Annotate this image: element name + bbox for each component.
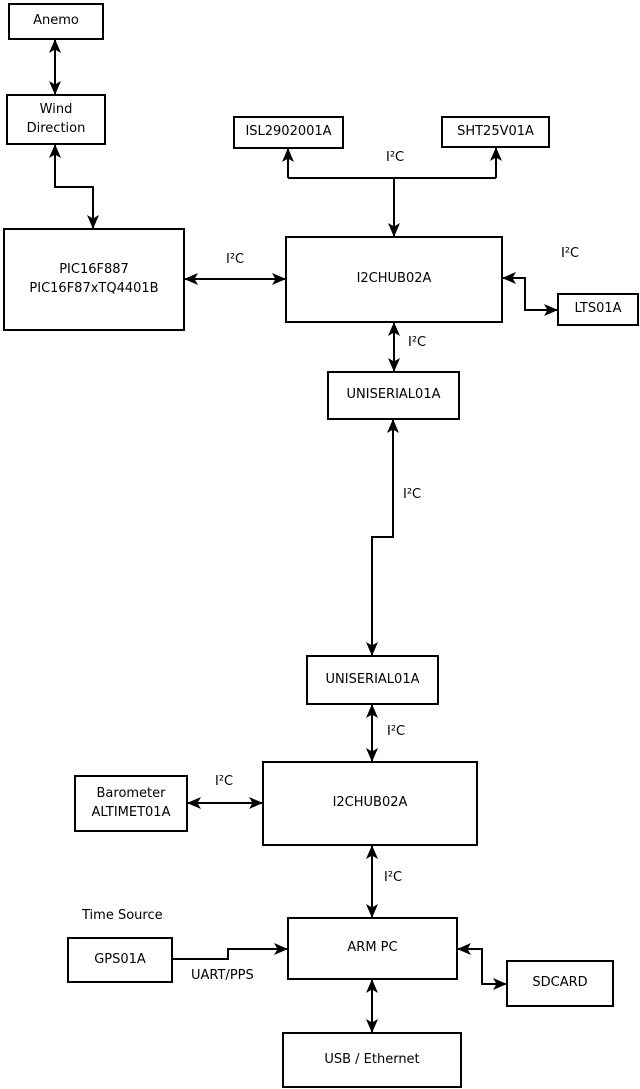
edge-label-i2c-hub-armpc: I²C [384, 870, 403, 885]
edge-label-i2c-hub-lts: I²C [561, 246, 580, 261]
connector-gps-armpc [173, 943, 288, 960]
edge-label-i2c-hub-uniserialtop: I²C [408, 335, 427, 350]
node-wind-direction: Wind Direction [6, 94, 106, 145]
edge-label-i2c-long-link: I²C [403, 487, 422, 502]
node-lts01a: LTS01A [557, 293, 639, 326]
connector-winddirection-pic [49, 144, 99, 229]
node-sdcard: SDCARD [506, 960, 614, 1007]
edge-label-uart-pps: UART/PPS [191, 968, 254, 983]
edge-label-i2c-uniserialbottom-hub: I²C [387, 724, 406, 739]
connector-armpc-sdcard [457, 943, 507, 990]
node-isl2902001a: ISL2902001A [233, 116, 344, 149]
connector-uniserialtop-uniserialbottom [366, 419, 399, 656]
node-arm-pc: ARM PC [287, 917, 458, 980]
edge-label-time-source: Time Source [82, 908, 163, 923]
node-i2chub02a-top: I2CHUB02A [285, 236, 503, 323]
node-usb-ethernet: USB / Ethernet [282, 1032, 462, 1088]
edge-label-i2c-pic-hub: I²C [226, 252, 245, 267]
node-barometer-altimet01a: Barometer ALTIMET01A [74, 775, 188, 832]
connector-i2chubtop-lts [502, 272, 558, 316]
node-uniserial01a-top: UNISERIAL01A [327, 371, 460, 420]
node-uniserial01a-bottom: UNISERIAL01A [306, 655, 439, 705]
node-gps01a: GPS01A [67, 937, 173, 983]
edge-label-i2c-barometer-hub: I²C [215, 774, 234, 789]
node-anemo: Anemo [8, 3, 104, 40]
node-i2chub02a-bottom: I2CHUB02A [262, 761, 478, 846]
node-pic16f887: PIC16F887 PIC16F87xTQ4401B [3, 228, 185, 331]
edge-label-i2c-top-bus: I²C [386, 150, 405, 165]
node-sht25v01a: SHT25V01A [441, 116, 550, 148]
